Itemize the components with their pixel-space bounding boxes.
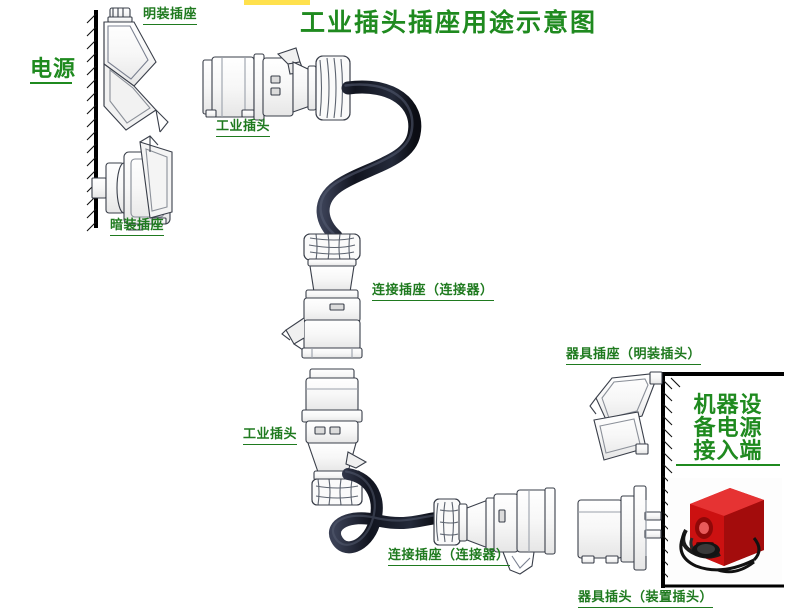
appliance-plug-label: 器具插头（装置插头） — [578, 590, 714, 608]
flush-socket-drawing — [91, 135, 173, 231]
connector-socket-top-drawing — [281, 233, 363, 359]
page-title: 工业插头插座用途示意图 — [300, 8, 598, 37]
connector-socket-bottom-label: 连接插座（连接器） — [388, 548, 510, 566]
flush-socket-label: 暗装插座 — [110, 218, 165, 236]
machine-inlet-line-2: 备电源 — [693, 416, 763, 442]
industrial-plug-bottom-drawing — [301, 368, 368, 506]
surface-socket-label: 明装插座 — [143, 7, 198, 25]
machine-inlet-line-3: 接入端 — [676, 440, 780, 467]
surface-socket-drawing — [103, 7, 169, 133]
industrial-plug-top-drawing — [202, 47, 351, 121]
industrial-plug-bottom-label: 工业插头 — [243, 427, 298, 445]
industrial-plug-top-label: 工业插头 — [216, 119, 271, 137]
appliance-socket-label: 器具插座（明装插头） — [566, 347, 702, 365]
wall-right-group — [661, 372, 784, 588]
appliance-socket-drawing — [589, 371, 663, 461]
connector-socket-bottom-drawing — [433, 487, 556, 575]
appliance-plug-drawing — [577, 485, 662, 571]
power-source-label: 电源 — [30, 58, 75, 85]
machine-inlet-label: 机器设 备电源 接入端 — [676, 393, 780, 467]
yellow-accent-bar — [244, 0, 310, 5]
connector-socket-top-label: 连接插座（连接器） — [372, 283, 494, 301]
red-welding-machine-icon — [679, 488, 764, 574]
machine-photo — [668, 478, 782, 582]
machine-inlet-line-1: 机器设 — [693, 393, 763, 418]
